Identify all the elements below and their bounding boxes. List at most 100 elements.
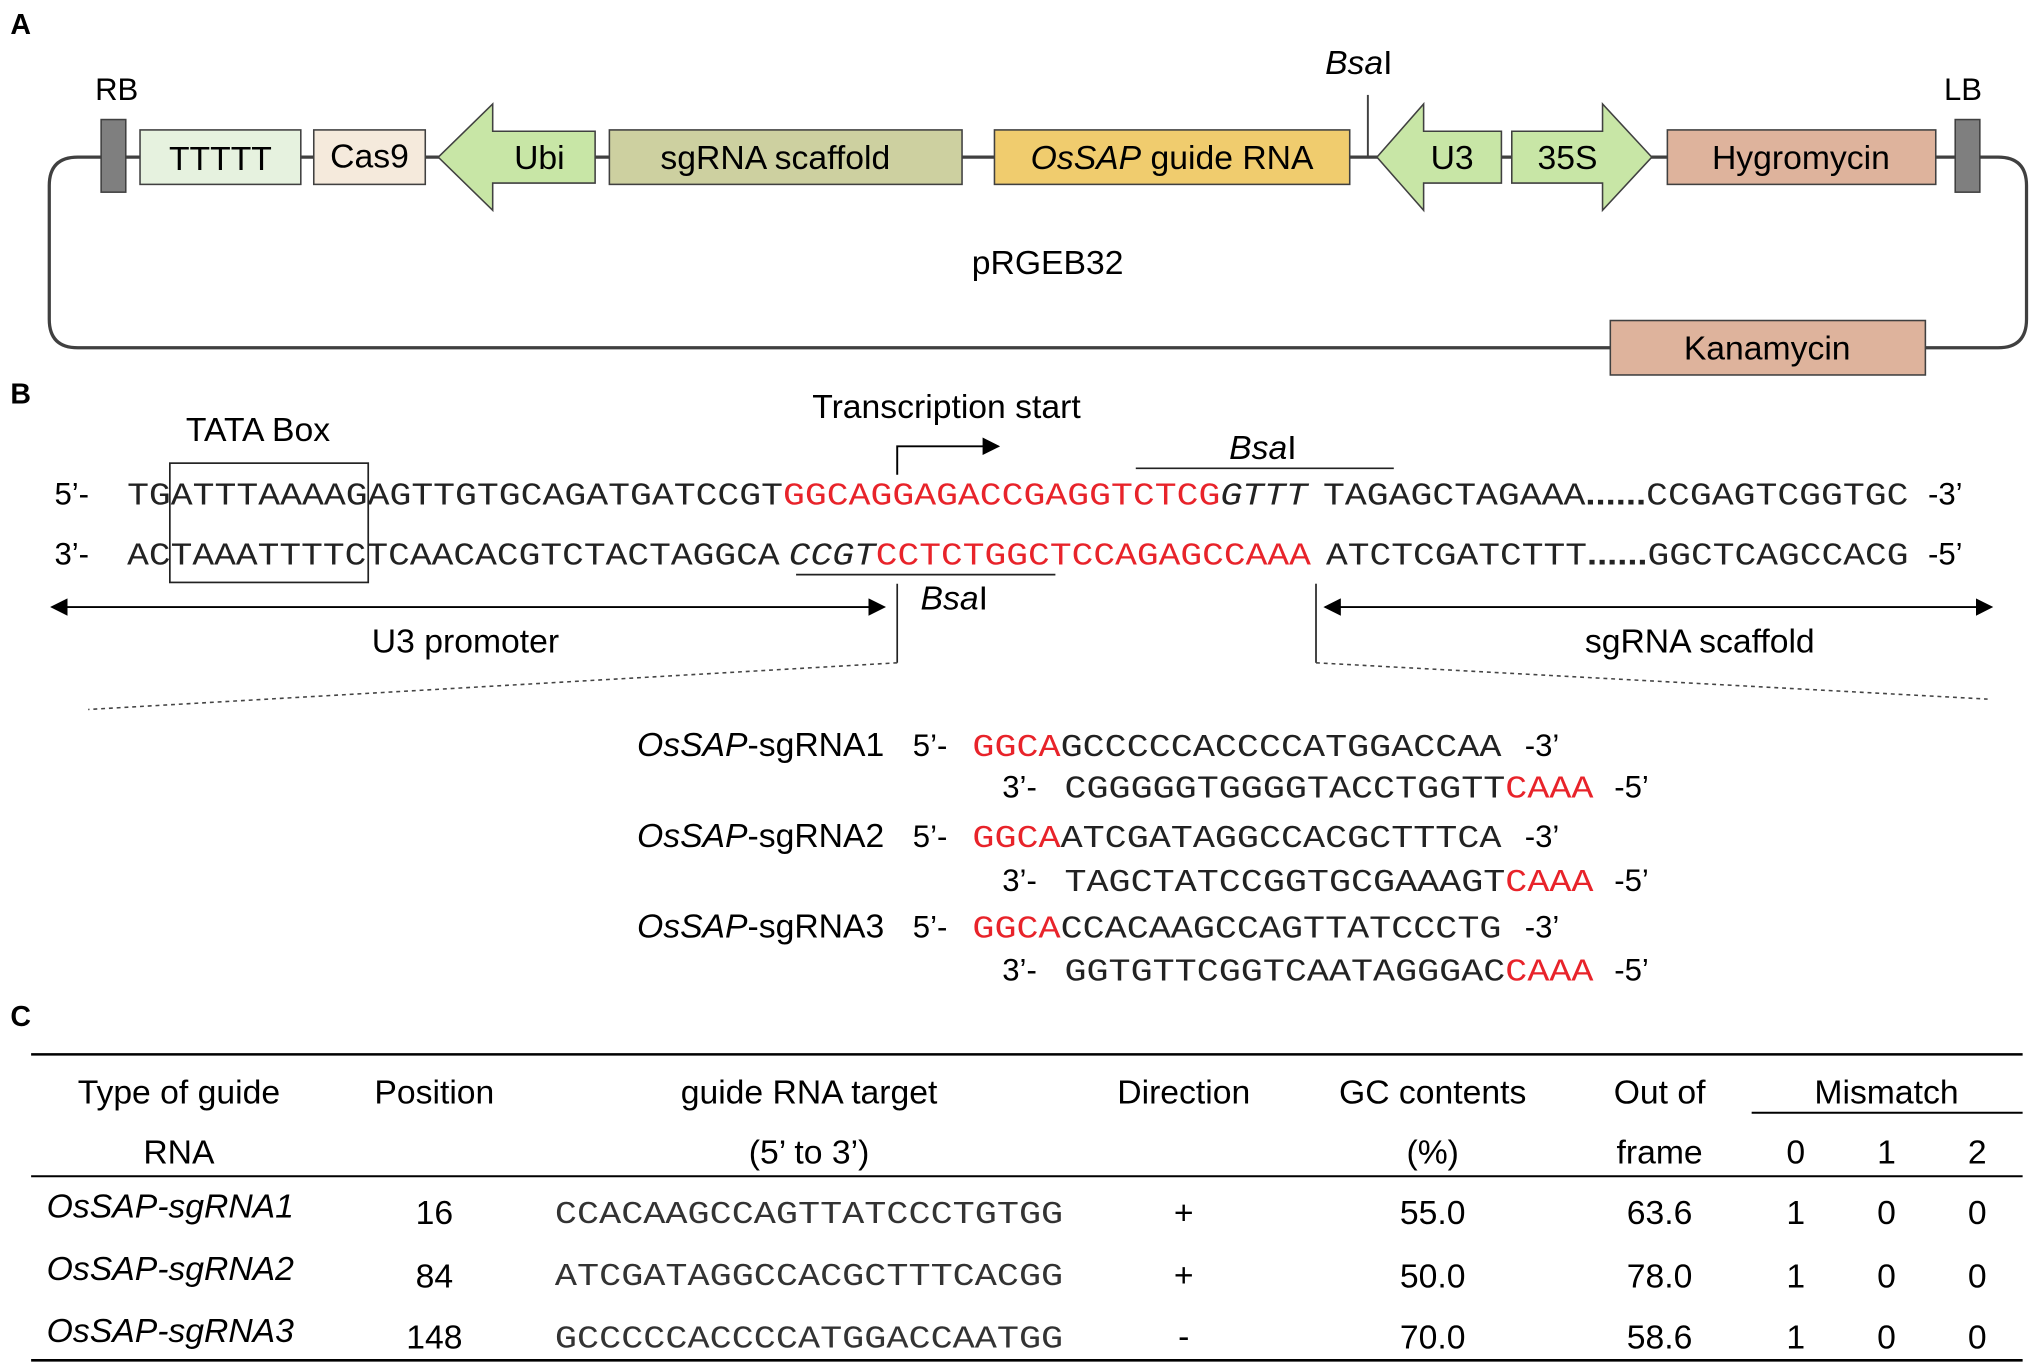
top-strand-suffix: -3’ — [1928, 477, 1963, 512]
rb-label: RB — [95, 72, 138, 107]
cell-mismatch-1: 0 — [1877, 1194, 1896, 1232]
header-mismatch-2: 2 — [1968, 1133, 1987, 1171]
cell-direction: - — [1178, 1317, 1189, 1355]
header-mismatch-1: 1 — [1877, 1133, 1896, 1171]
cell-mismatch-2: 0 — [1968, 1258, 1987, 1296]
header-direction: Direction — [1117, 1074, 1250, 1112]
cell-mismatch-1: 0 — [1877, 1319, 1896, 1357]
u3-label: U3 — [1431, 139, 1474, 177]
guide-name: OsSAP-sgRNA3 — [637, 908, 884, 946]
plasmid-backbone — [47, 155, 2029, 350]
guide-rna-box — [993, 129, 1351, 186]
cell-target: ATCGATAGGCCACGCTTTCACGG — [555, 1260, 1063, 1295]
zoom-line-right — [1315, 662, 1988, 700]
transcription-start-arrow — [896, 437, 1001, 475]
cell-out-of-frame: 78.0 — [1627, 1258, 1693, 1296]
cas9-box — [312, 129, 427, 186]
u3-promoter-label: U3 promoter — [372, 622, 559, 660]
ttttt-terminator-box — [139, 129, 302, 186]
bottom-suffix: -5’ — [1614, 863, 1649, 898]
cell-direction: + — [1174, 1194, 1194, 1232]
right-border-block — [100, 118, 127, 193]
guide-name: OsSAP-sgRNA2 — [637, 817, 884, 855]
cell-target: GCCCCCACCCCATGGACCAATGG — [555, 1322, 1063, 1357]
guide-name: OsSAP-sgRNA1 — [637, 726, 884, 764]
cell-out-of-frame: 63.6 — [1627, 1194, 1693, 1232]
left-border-block — [1954, 118, 1981, 193]
guide-rna-label: OsSAP guide RNA — [1031, 139, 1314, 177]
header-target-line1: guide RNA target — [681, 1074, 938, 1112]
header-oof-line2: frame — [1617, 1133, 1703, 1171]
zoom-line-left — [88, 662, 898, 711]
kanamycin-box — [1609, 319, 1927, 376]
kanamycin-label: Kanamycin — [1684, 329, 1851, 367]
bsai-bottom-label: BsaI — [921, 580, 988, 618]
table-row: OsSAP-sgRNA3 148 GCCCCCACCCCATGGACCAATGG… — [47, 1312, 1987, 1357]
bottom-suffix: -5’ — [1614, 952, 1649, 987]
35s-label: 35S — [1538, 139, 1598, 177]
panel-b-label: B — [10, 378, 31, 410]
cell-mismatch-0: 1 — [1786, 1258, 1805, 1296]
cell-gc: 50.0 — [1400, 1258, 1466, 1296]
top-strand-prefix: 5’- — [54, 477, 89, 512]
cas9-label: Cas9 — [330, 138, 409, 176]
cell-gc: 55.0 — [1400, 1194, 1466, 1232]
bottom-prefix: 3’- — [1002, 770, 1037, 805]
table-header: Type of guide RNA Position guide RNA tar… — [78, 1074, 1987, 1172]
top-prefix: 5’- — [913, 910, 948, 945]
header-type-line1: Type of guide — [78, 1074, 280, 1112]
cell-mismatch-0: 1 — [1786, 1194, 1805, 1232]
bottom-suffix: -5’ — [1614, 770, 1649, 805]
cell-direction: + — [1174, 1256, 1194, 1294]
header-target-line2: (5’ to 3’) — [749, 1133, 870, 1171]
header-mismatch: Mismatch — [1814, 1074, 1958, 1112]
35s-promoter-arrow — [1511, 102, 1653, 213]
table-row: OsSAP-sgRNA2 84 ATCGATAGGCCACGCTTTCACGG … — [47, 1250, 1987, 1296]
cell-gc: 70.0 — [1400, 1319, 1466, 1357]
bsai-site-label: BsaI — [1325, 44, 1392, 82]
top-suffix: -3’ — [1525, 910, 1560, 945]
cell-target: CCACAAGCCAGTTATCCCTGTGG — [555, 1198, 1063, 1233]
cell-out-of-frame: 58.6 — [1627, 1319, 1693, 1357]
header-type-line2: RNA — [143, 1133, 215, 1171]
cell-mismatch-2: 0 — [1968, 1194, 1987, 1232]
ubi-label: Ubi — [514, 139, 565, 177]
bottom-strand-suffix: -5’ — [1928, 536, 1963, 571]
bottom-strand-prefix: 3’- — [54, 536, 89, 571]
plasmid-name: pRGEB32 — [972, 244, 1124, 282]
cell-position: 16 — [416, 1194, 454, 1232]
panel-c-label: C — [10, 1001, 31, 1033]
table-row: OsSAP-sgRNA1 16 CCACAAGCCAGTTATCCCTGTGG … — [47, 1188, 1987, 1233]
header-gc-line1: GC contents — [1339, 1074, 1526, 1112]
header-gc-line2: (%) — [1406, 1133, 1458, 1171]
header-position: Position — [374, 1074, 494, 1112]
cell-position: 84 — [416, 1258, 454, 1296]
transcription-start-label: Transcription start — [812, 388, 1081, 426]
header-oof-line1: Out of — [1614, 1074, 1706, 1112]
bottom-prefix: 3’- — [1002, 952, 1037, 987]
hygromycin-box — [1666, 129, 1937, 186]
sgrna-scaffold-region-label: sgRNA scaffold — [1585, 622, 1815, 660]
sgrna-scaffold-label: sgRNA scaffold — [660, 139, 890, 177]
tata-box-label: TATA Box — [186, 411, 330, 449]
panel-a: A RB LB TTTTT Cas9 Ubi sgRNA scaffold Os… — [10, 9, 2029, 376]
bsai-top-label: BsaI — [1229, 429, 1296, 467]
cell-guide-name: OsSAP-sgRNA3 — [47, 1312, 294, 1350]
cell-mismatch-2: 0 — [1968, 1319, 1987, 1357]
ttttt-label: TTTTT — [169, 140, 272, 178]
panel-b: B TATA Box Transcription start BsaI 5’- … — [10, 378, 1994, 991]
sgrna-scaffold-box — [608, 129, 963, 186]
ubi-promoter-arrow — [437, 102, 596, 213]
header-mismatch-0: 0 — [1786, 1133, 1805, 1171]
panel-a-label: A — [10, 9, 31, 41]
top-suffix: -3’ — [1525, 728, 1560, 763]
